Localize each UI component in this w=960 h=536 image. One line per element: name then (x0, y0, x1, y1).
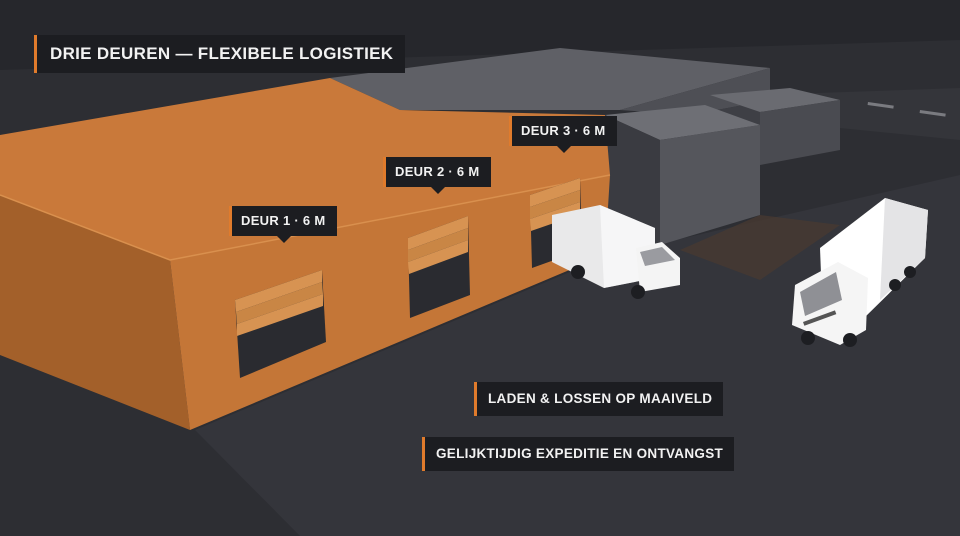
door-1 (235, 270, 326, 378)
warehouse-roof (0, 78, 610, 260)
door-2-label: DEUR 2 · 6 M (383, 157, 491, 194)
door-3-label: DEUR 3 · 6 M (509, 116, 617, 153)
page-title: DRIE DEUREN — FLEXIBELE LOGISTIEK (34, 35, 406, 73)
neighbour-buildings (330, 48, 840, 245)
semi-truck (792, 198, 928, 347)
box-truck (552, 205, 680, 299)
warehouse-left-wall (0, 195, 190, 430)
road-markings (867, 101, 946, 117)
door-1-label: DEUR 1 · 6 M (229, 206, 337, 243)
feature-label-ground-level: LADEN & LOSSEN OP MAAIVELD (474, 382, 724, 416)
loading-pad (680, 215, 840, 280)
feature-label-simultaneous: GELIJKTIJDIG EXPEDITIE EN ONTVANGST (422, 437, 735, 471)
door-2 (408, 216, 470, 318)
warehouse (0, 78, 611, 430)
